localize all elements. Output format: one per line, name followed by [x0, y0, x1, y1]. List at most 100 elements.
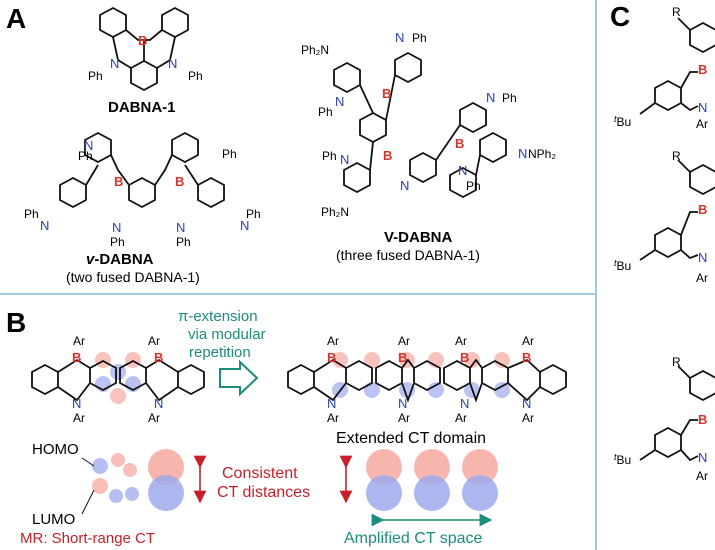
c3-r: R [672, 355, 681, 369]
lumo-label: LUMO [32, 511, 75, 528]
vdabna-large-ph-2: Ph [322, 149, 337, 163]
vdabna-n-right: N [240, 218, 249, 233]
c1-b: B [698, 62, 707, 77]
mr-b-right: B [154, 350, 163, 365]
ext-ar-b1: Ar [327, 411, 339, 425]
vdabna-ph-tr: Ph [222, 147, 237, 161]
c3-n: N [698, 450, 707, 465]
ext-ar-3: Ar [455, 334, 467, 348]
vdabna-n-left: N [40, 218, 49, 233]
c3-tbu-prefix: t [614, 452, 617, 462]
vdabna-large-n-1: N [335, 94, 344, 109]
mr-lumo-orbital [148, 475, 184, 511]
ext-ar-b3: Ar [455, 411, 467, 425]
vdabna-large-n-2: N [340, 152, 349, 167]
c2-tbu-main: Bu [617, 259, 632, 273]
panel-c-structure-3 [639, 365, 715, 462]
c1-n: N [698, 100, 707, 115]
ext-ar-4: Ar [522, 334, 534, 348]
mr-n-left: N [72, 396, 81, 411]
c1-r: R [672, 5, 681, 19]
vdabna-large-ph-1: Ph [318, 105, 333, 119]
mr-b-left: B [72, 350, 81, 365]
ext-n-1: N [327, 396, 336, 411]
panel-a-letter: A [6, 3, 26, 34]
panel-c-structure-2 [639, 159, 715, 261]
pi-extension-line1: π-extension [178, 308, 258, 325]
vdabna-large-b-3: B [455, 136, 464, 151]
vdabna-large-label: V-DABNA [384, 229, 453, 246]
vdabna-large-n-4: N [518, 146, 527, 161]
ext-ar-1: Ar [327, 334, 339, 348]
mr-ar-bottom-right: Ar [148, 411, 160, 425]
dabna1-n-right: N [168, 56, 177, 71]
panel-c-letter: C [610, 1, 630, 32]
vdabna-large-ph2n-bottom: Ph₂N [321, 205, 349, 219]
dabna1-ph-left: Ph [88, 69, 103, 83]
vdabna-ph2n-left: Ph [24, 207, 39, 221]
consistent-line2: CT distances [217, 484, 310, 501]
vdabna-large-ph-top: Ph [412, 31, 427, 45]
ext-ar-b4: Ar [522, 411, 534, 425]
mr-n-right: N [154, 396, 163, 411]
mr-ar-top-left: Ar [73, 334, 85, 348]
c3-tbu: tBu [614, 452, 631, 467]
consistent-line1: Consistent [222, 465, 298, 482]
vdabna-ph-br: Ph [176, 235, 191, 249]
vdabna-large-caption: (three fused DABNA-1) [336, 247, 480, 263]
panel-b-letter: B [6, 307, 26, 338]
c1-ar: Ar [696, 117, 708, 131]
ext-b-1: B [327, 350, 336, 365]
vdabna-ph-tl: Ph [78, 149, 93, 163]
ext-n-3: N [460, 396, 469, 411]
dabna1-label: DABNA-1 [108, 99, 176, 116]
mr-homo-orbital [148, 449, 184, 485]
mr-structure [31, 358, 205, 402]
c3-ar: Ar [696, 469, 708, 483]
vdabna-large-structure [333, 51, 507, 199]
dabna1-ph-right: Ph [188, 69, 203, 83]
dabna1-boron: B [138, 33, 147, 48]
c2-tbu: tBu [614, 258, 631, 273]
ext-ar-2: Ar [398, 334, 410, 348]
ext-b-3: B [460, 350, 469, 365]
vdabna-ph-bl: Ph [110, 235, 125, 249]
mr-short-range-label: MR: Short-range CT [20, 530, 155, 547]
extended-orbital-pairs [366, 449, 498, 511]
c2-r: R [672, 149, 681, 163]
ext-n-2: N [398, 396, 407, 411]
c1-tbu-main: Bu [617, 115, 632, 129]
vdabna-large-n-top: N [395, 30, 404, 45]
vdabna-suffix: -DABNA [94, 251, 153, 268]
vdabna-large-n-5: N [400, 178, 409, 193]
pi-extension-line3: repetition [189, 344, 251, 361]
vdabna-b-left: B [114, 174, 123, 189]
c2-ar: Ar [696, 271, 708, 285]
c3-b: B [698, 412, 707, 427]
vdabna-structure [59, 131, 225, 209]
c2-n: N [698, 250, 707, 265]
mr-ar-top-right: Ar [148, 334, 160, 348]
vdabna-large-ph-3: Ph [502, 91, 517, 105]
amplified-ct-label: Amplified CT space [344, 530, 483, 547]
vdabna-caption: (two fused DABNA-1) [66, 269, 200, 285]
mr-ar-bottom-left: Ar [73, 411, 85, 425]
vdabna-large-n-3: N [486, 90, 495, 105]
dabna1-n-left: N [110, 56, 119, 71]
vdabna-label: v-DABNA [86, 251, 154, 268]
vdabna-large-b-2: B [383, 148, 392, 163]
extended-ct-label: Extended CT domain [336, 430, 486, 447]
extended-orbitals [332, 352, 510, 398]
vdabna-ph2n-right: Ph [246, 207, 261, 221]
small-orbital-cluster [81, 453, 139, 515]
vdabna-large-ph-6: Ph [466, 179, 481, 193]
ext-b-4: B [522, 350, 531, 365]
vdabna-prefix: v [86, 251, 96, 268]
extended-structure [287, 358, 567, 403]
vdabna-b-right: B [175, 174, 184, 189]
c2-tbu-prefix: t [614, 258, 617, 268]
vdabna-large-n-6: N [458, 163, 467, 178]
vdabna-large-nph2: NPh₂ [528, 147, 556, 161]
c1-tbu: tBu [614, 114, 631, 129]
